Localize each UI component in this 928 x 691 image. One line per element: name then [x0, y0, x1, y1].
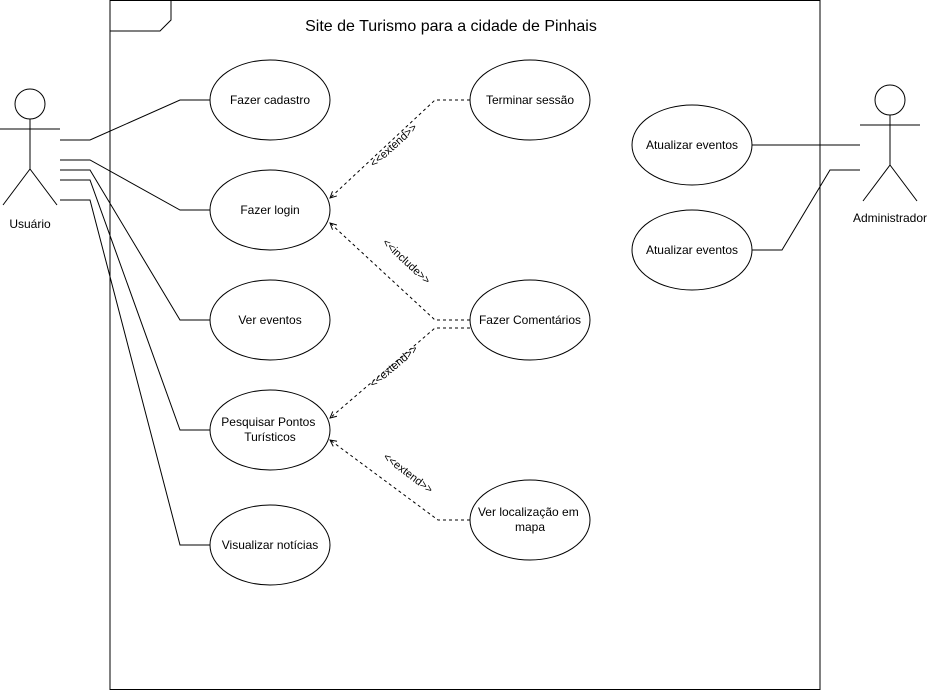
- label-extend-logout: <<extend>>: [368, 122, 420, 170]
- actor-user[interactable]: Usuário: [0, 88, 60, 231]
- use-case-atualizar-eventos-1-label: Atualizar eventos: [646, 138, 738, 152]
- actor-admin-label: Administrador: [853, 211, 927, 225]
- svg-text:Fazer cadastro: Fazer cadastro: [230, 93, 310, 107]
- use-case-pesquisar-pontos[interactable]: Pesquisar Pontos Turísticos: [209, 389, 331, 471]
- svg-text:Ver localização em mapa: Ver localização em mapa: [478, 505, 582, 534]
- actor-user-label: Usuário: [9, 217, 51, 231]
- use-case-ver-localizacao-line2: mapa: [515, 520, 545, 534]
- assoc-user-ver-eventos: [60, 169, 210, 321]
- assoc-user-pesquisar: [60, 179, 210, 431]
- actor-admin[interactable]: Administrador: [853, 84, 927, 225]
- use-case-ver-eventos-label: Ver eventos: [238, 313, 301, 327]
- extend-comment-arrow: [330, 327, 470, 418]
- system-boundary: Site de Turismo para a cidade de Pinhais: [109, 0, 821, 690]
- user-associations: [60, 99, 210, 546]
- use-case-ver-localizacao[interactable]: Ver localização em mapa: [469, 479, 591, 561]
- assoc-admin-atualizar-2: [750, 169, 860, 251]
- assoc-user-login: [60, 159, 210, 211]
- use-case-pesquisar-pontos-line2: Turísticos: [244, 430, 296, 444]
- label-extend-comment: <<extend>>: [368, 343, 421, 390]
- use-case-fazer-cadastro[interactable]: Fazer cadastro: [209, 59, 331, 141]
- use-case-ver-eventos[interactable]: Ver eventos: [209, 279, 331, 361]
- actor-user-figure: [0, 88, 60, 206]
- extend-logout-arrow: [330, 99, 470, 198]
- use-case-atualizar-eventos-2-label: Atualizar eventos: [646, 243, 738, 257]
- svg-text:Atualizar eventos: Atualizar eventos: [646, 243, 738, 257]
- assoc-user-noticias: [60, 199, 210, 546]
- label-extend-map: <<extend>>: [381, 451, 435, 496]
- svg-text:Fazer login: Fazer login: [240, 203, 299, 217]
- label-include-comment: <<include>>: [380, 237, 432, 287]
- use-case-atualizar-eventos-2[interactable]: Atualizar eventos: [631, 209, 753, 291]
- use-case-visualizar-noticias[interactable]: Visualizar notícias: [209, 504, 331, 586]
- use-case-terminar-sessao-label: Terminar sessão: [486, 93, 574, 107]
- use-case-fazer-comentarios-label: Fazer Comentários: [479, 313, 581, 327]
- svg-text:Atualizar eventos: Atualizar eventos: [646, 138, 738, 152]
- svg-text:Fazer Comentários: Fazer Comentários: [479, 313, 581, 327]
- use-case-fazer-comentarios[interactable]: Fazer Comentários: [469, 279, 591, 361]
- use-case-terminar-sessao[interactable]: Terminar sessão: [469, 59, 591, 141]
- assoc-user-cadastro: [60, 99, 210, 141]
- use-case-ver-localizacao-line1: Ver localização em: [478, 505, 579, 519]
- use-case-fazer-login[interactable]: Fazer login: [209, 169, 331, 251]
- use-case-atualizar-eventos-1[interactable]: Atualizar eventos: [631, 104, 753, 186]
- use-case-visualizar-noticias-label: Visualizar notícias: [222, 538, 319, 552]
- svg-text:Visualizar notícias: Visualizar notícias: [222, 538, 319, 552]
- dependency-relations: [330, 99, 470, 521]
- svg-text:Terminar sessão: Terminar sessão: [486, 93, 574, 107]
- extend-map-arrow: [330, 440, 470, 521]
- use-case-fazer-cadastro-label: Fazer cadastro: [230, 93, 310, 107]
- use-case-fazer-login-label: Fazer login: [240, 203, 299, 217]
- admin-associations: [750, 144, 860, 251]
- use-case-pesquisar-pontos-line1: Pesquisar Pontos: [221, 415, 315, 429]
- system-title: Site de Turismo para a cidade de Pinhais: [305, 18, 597, 35]
- include-comment-arrow: [330, 223, 470, 321]
- svg-text:Pesquisar Pontos Turísti: Pesquisar Pontos Turísticos: [221, 415, 318, 444]
- actor-admin-figure: [860, 84, 920, 202]
- svg-text:Ver eventos: Ver eventos: [238, 313, 301, 327]
